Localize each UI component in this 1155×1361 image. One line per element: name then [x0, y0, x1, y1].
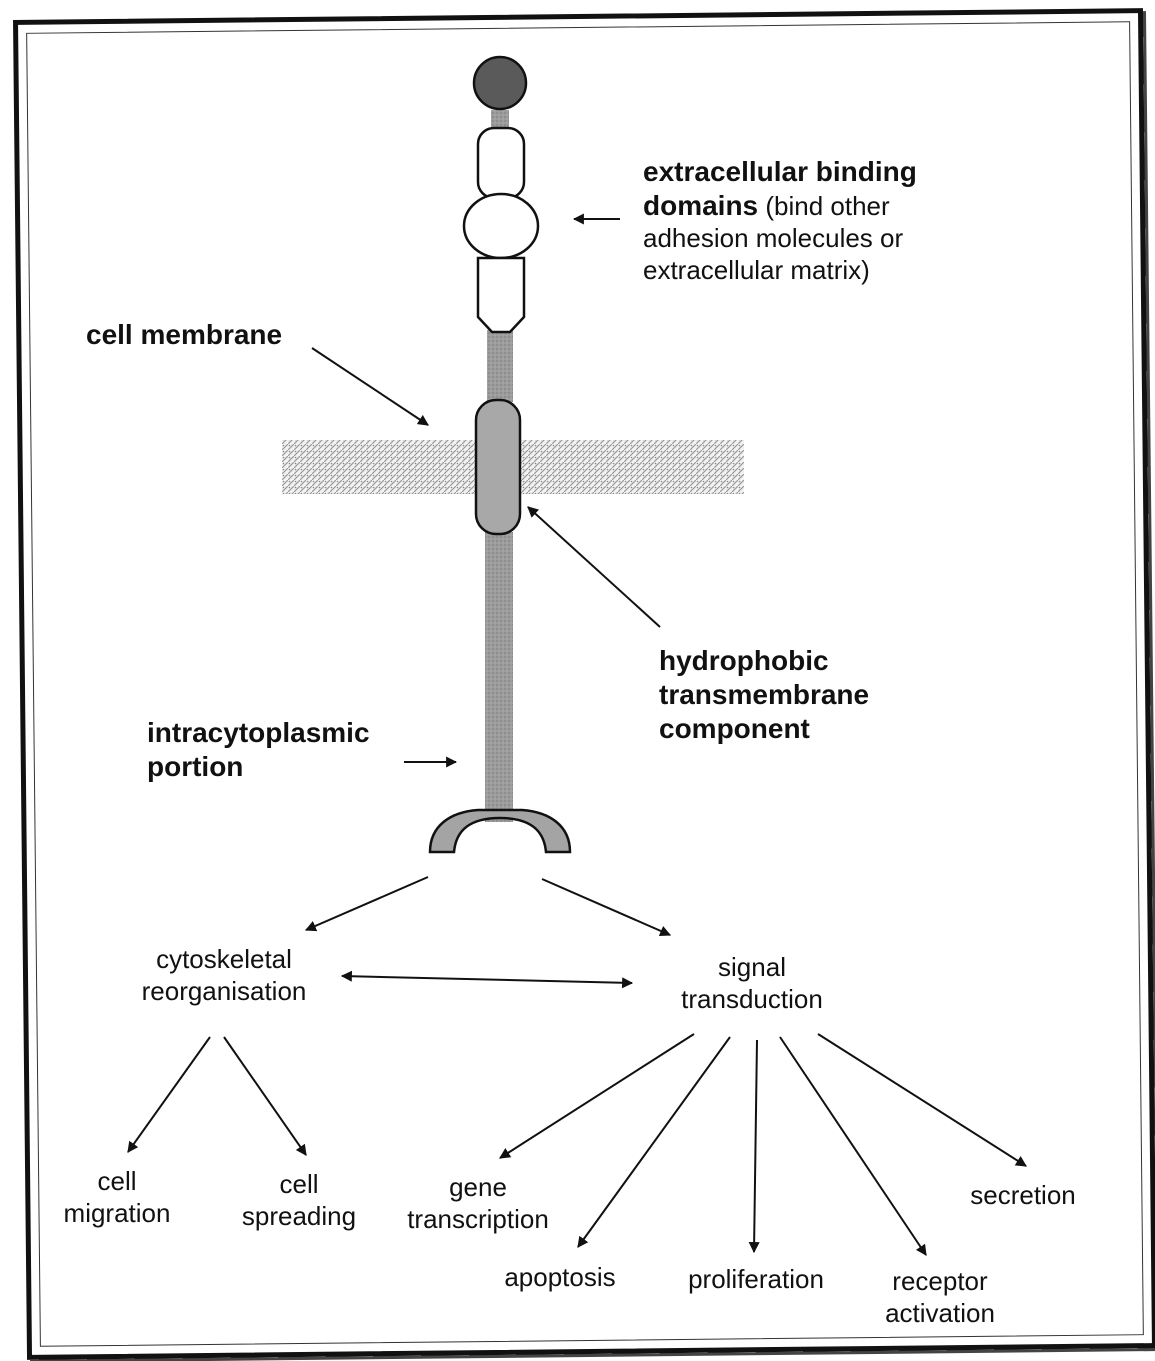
arrow-to-cell-migration — [128, 1037, 210, 1152]
extracellular-line4: extracellular matrix) — [643, 255, 917, 287]
extracellular-line2: domains (bind other — [643, 189, 917, 223]
hydrophobic-transmembrane-label: hydrophobic transmembrane component — [659, 644, 869, 746]
receptor-line2: activation — [885, 1298, 995, 1330]
arrow-to-secretion — [818, 1034, 1026, 1166]
cytoskeletal-line1: cytoskeletal — [142, 944, 307, 976]
arrow-to-cell-membrane — [312, 348, 428, 425]
signal-line2: transduction — [681, 984, 823, 1016]
arrow-anchor-to-signal — [542, 879, 670, 935]
gene-transcription-label: gene transcription — [407, 1172, 549, 1235]
extracellular-line1: extracellular binding — [643, 155, 917, 189]
cell-membrane-label: cell membrane — [86, 318, 282, 352]
cell-spreading-label: cell spreading — [242, 1169, 356, 1232]
intracytoplasmic-stalk — [485, 532, 513, 822]
signal-line1: signal — [681, 952, 823, 984]
hydrophobic-line1: hydrophobic — [659, 644, 869, 678]
cell-migration-label: cell migration — [64, 1166, 171, 1229]
intracytoplasmic-portion-label: intracytoplasmic portion — [147, 716, 370, 784]
cell-spreading-line2: spreading — [242, 1201, 356, 1233]
cytoskeletal-anchor — [430, 810, 570, 852]
arrow-to-gene-transcription — [500, 1034, 694, 1158]
proliferation-label: proliferation — [688, 1264, 824, 1296]
gene-line2: transcription — [407, 1204, 549, 1236]
transmembrane-capsule — [476, 400, 520, 534]
gene-line1: gene — [407, 1172, 549, 1204]
extracellular-line3: adhesion molecules or — [643, 223, 917, 255]
binding-domain-2 — [464, 194, 538, 258]
binding-domain-1 — [478, 128, 524, 198]
hydrophobic-line2: transmembrane — [659, 678, 869, 712]
cell-spreading-line1: cell — [242, 1169, 356, 1201]
arrow-to-transmembrane — [528, 507, 660, 627]
binding-domain-3 — [478, 258, 524, 332]
arrow-to-apoptosis — [578, 1037, 730, 1247]
intracyto-line1: intracytoplasmic — [147, 716, 370, 750]
receptor-line1: receptor — [885, 1266, 995, 1298]
arrow-anchor-to-cytoskeletal — [306, 877, 428, 930]
receptor-activation-label: receptor activation — [885, 1266, 995, 1329]
cytoskeletal-line2: reorganisation — [142, 976, 307, 1008]
extracellular-stalk — [487, 330, 513, 402]
cytoskeletal-reorganisation-label: cytoskeletal reorganisation — [142, 944, 307, 1007]
intracyto-line2: portion — [147, 750, 370, 784]
cell-migration-line2: migration — [64, 1198, 171, 1230]
arrow-to-cell-spreading — [224, 1037, 306, 1155]
domains-bold: domains — [643, 190, 758, 221]
arrow-cytoskeletal-signal-bidirectional — [342, 976, 632, 983]
terminal-domain-ball — [474, 57, 526, 109]
arrow-to-proliferation — [754, 1040, 757, 1252]
apoptosis-label: apoptosis — [504, 1262, 615, 1294]
domains-rest: (bind other — [758, 191, 890, 221]
secretion-label: secretion — [970, 1180, 1076, 1212]
signal-transduction-label: signal transduction — [681, 952, 823, 1015]
hydrophobic-line3: component — [659, 712, 869, 746]
cell-migration-line1: cell — [64, 1166, 171, 1198]
arrow-to-receptor-activation — [780, 1037, 926, 1255]
extracellular-binding-domains-label: extracellular binding domains (bind othe… — [643, 155, 917, 287]
